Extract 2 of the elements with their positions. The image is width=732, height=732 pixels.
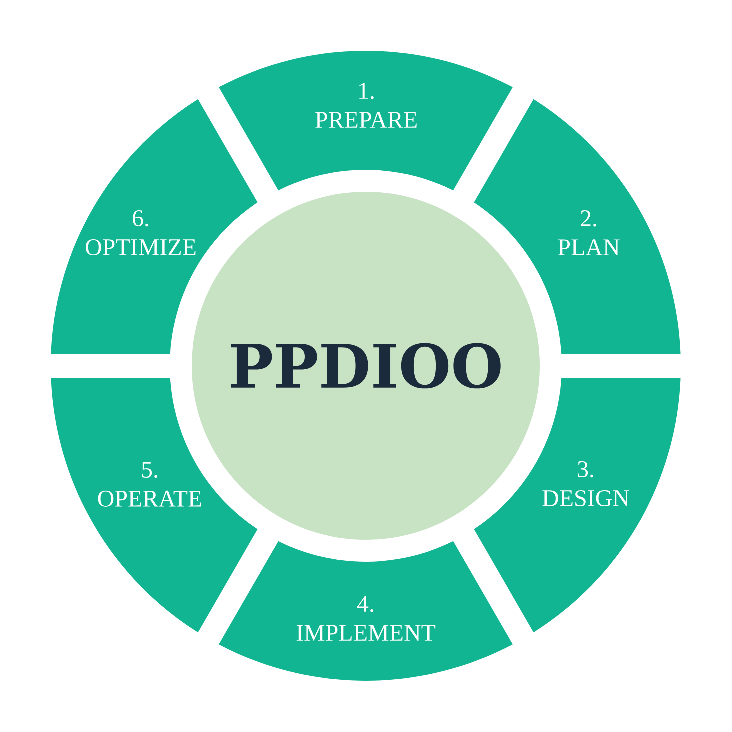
ring-segment: 4. IMPLEMENT: [219, 541, 513, 681]
ring-segment: 1. PREPARE: [219, 51, 513, 191]
